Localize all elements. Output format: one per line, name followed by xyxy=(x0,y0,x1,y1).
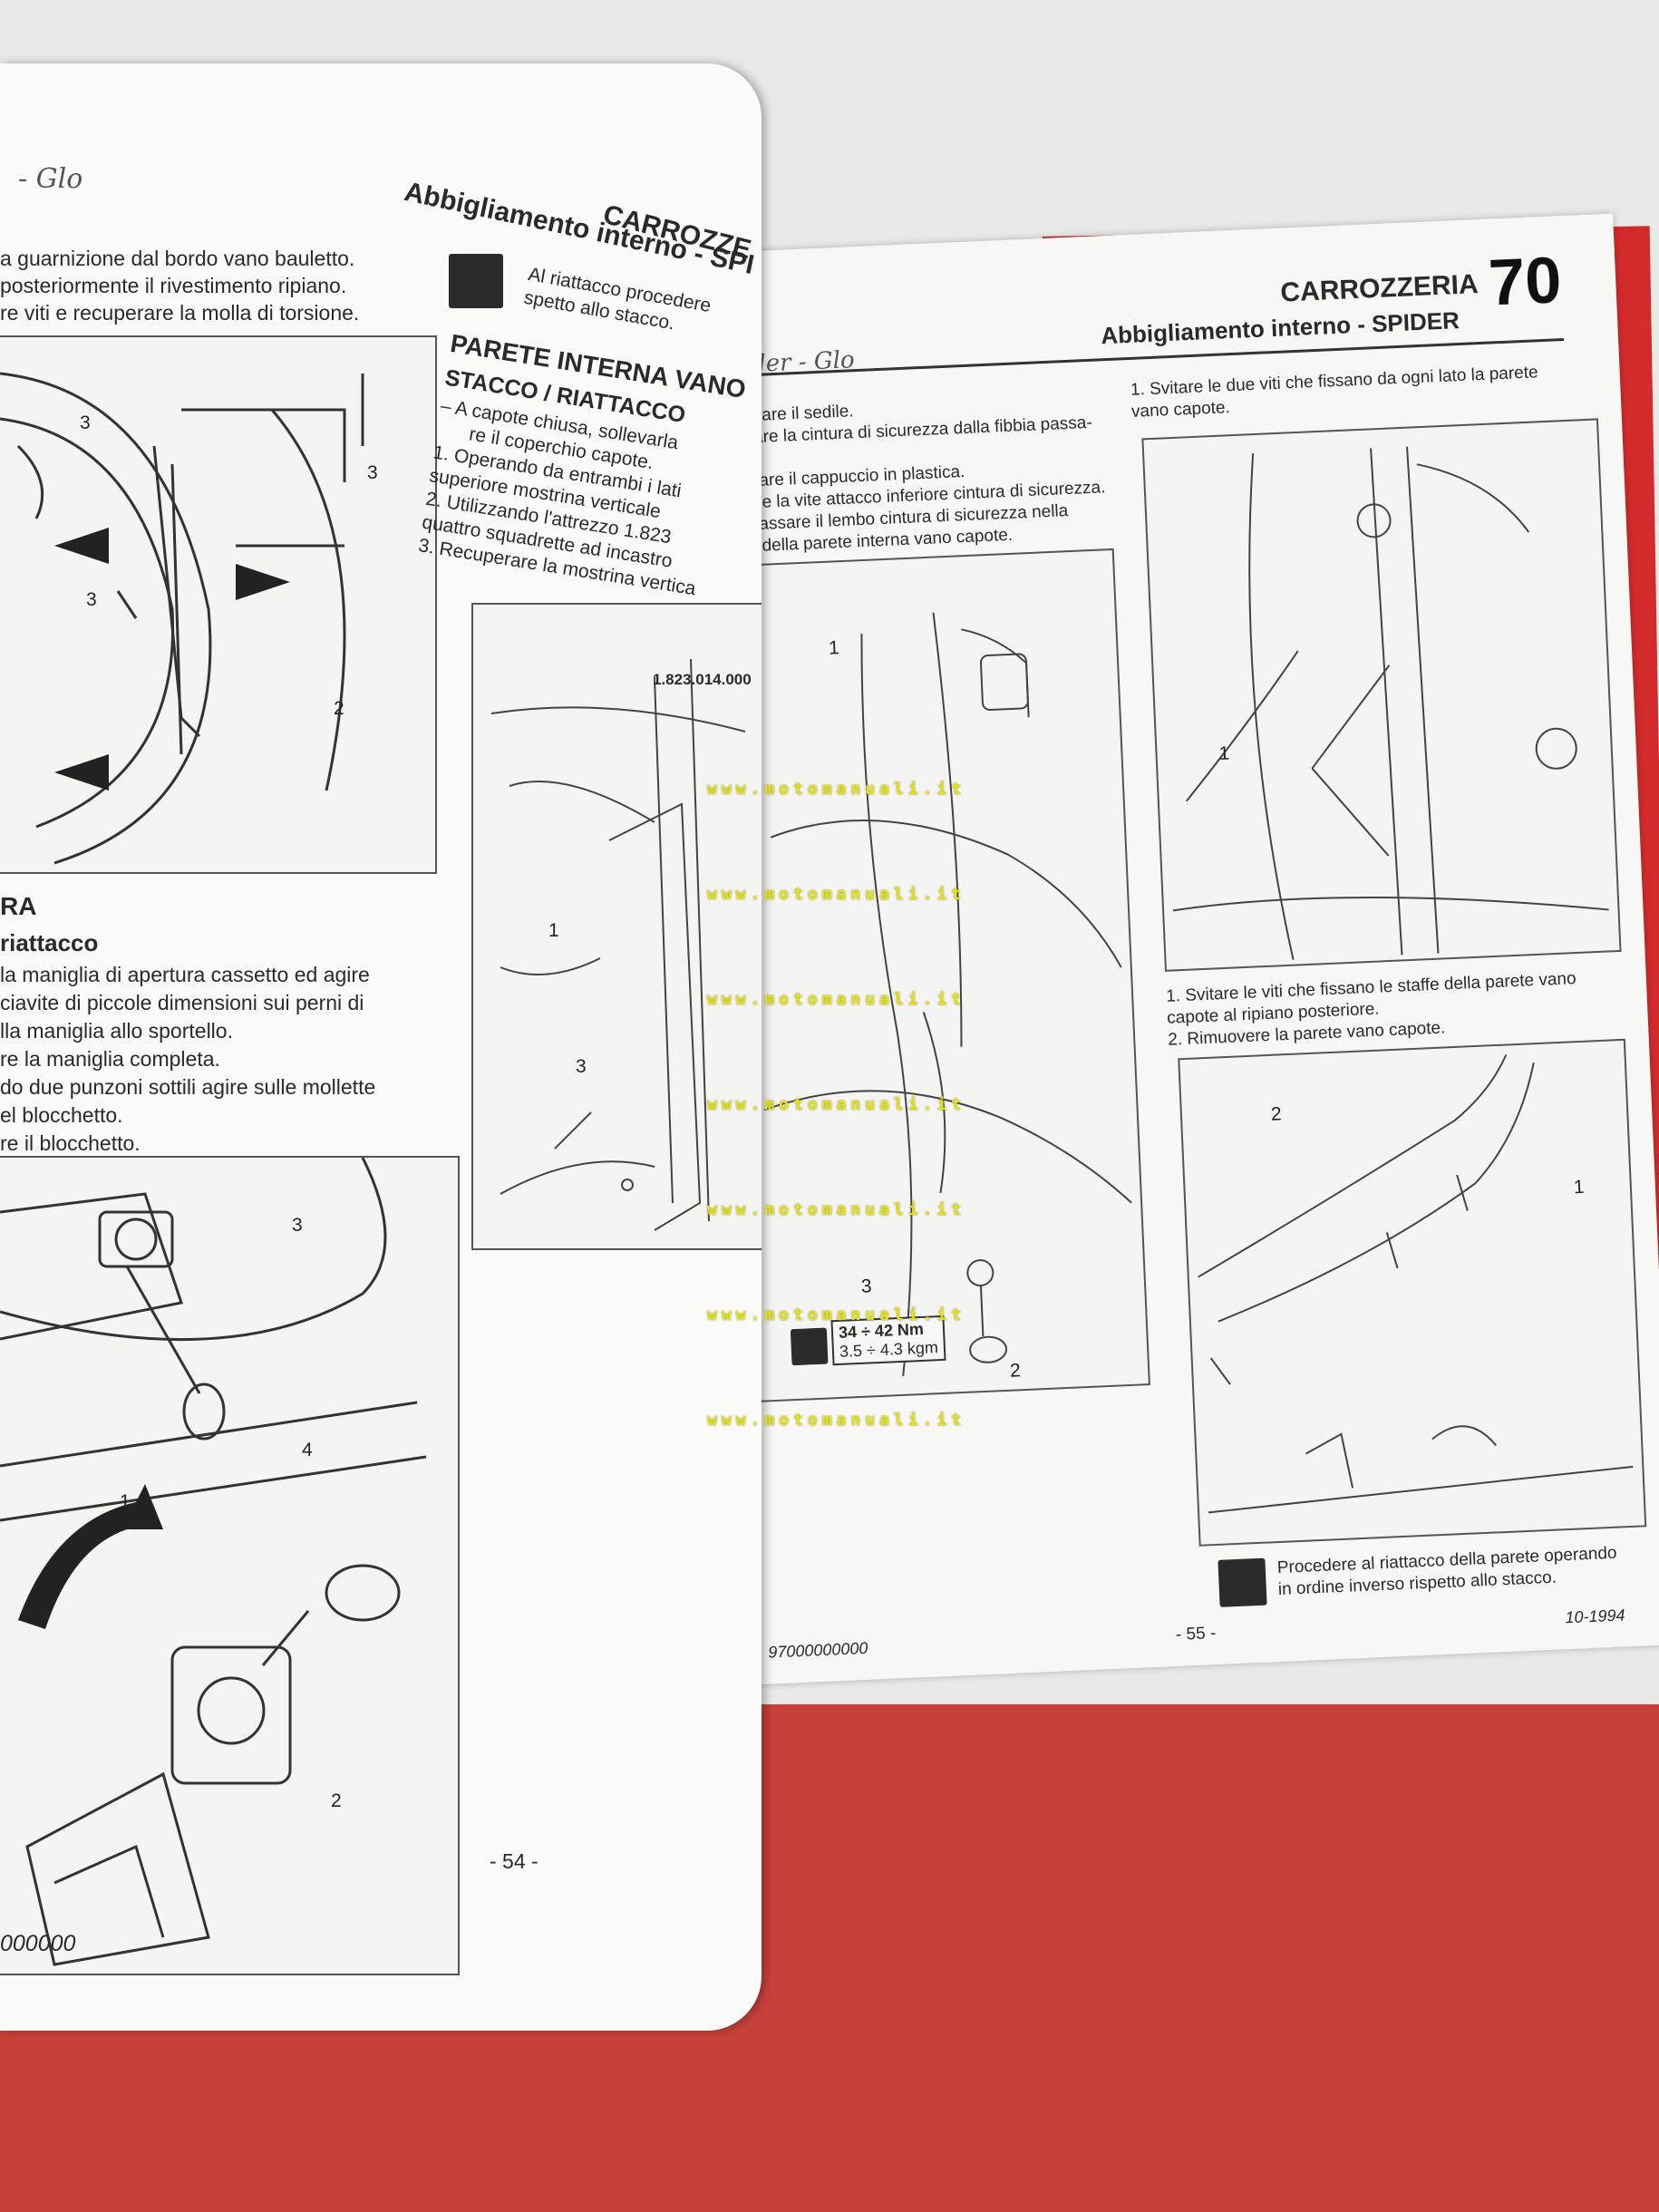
fig-a-callout: 2 xyxy=(1009,1360,1022,1382)
chapter-number: 70 xyxy=(1487,244,1564,320)
wall-screws-drawing xyxy=(1172,446,1609,960)
fig2-callout: 4 xyxy=(302,1440,313,1460)
section2-line: re il blocchetto. xyxy=(0,1131,141,1155)
right-header-category: CARROZZERIA xyxy=(1279,269,1480,308)
fig1-callout: 3 xyxy=(86,589,97,610)
fig1-callout: 2 xyxy=(334,698,344,719)
fig-a-callout: 3 xyxy=(860,1276,873,1297)
wall-brackets-drawing xyxy=(1198,1054,1634,1514)
figure-trunk-lid xyxy=(0,335,437,874)
glovebox-lock-drawing xyxy=(0,1158,427,1966)
left-section2: RA riattacco la maniglia di apertura cas… xyxy=(0,888,375,1158)
section2-line: re la maniglia completa. xyxy=(0,1047,220,1071)
section2-subtitle: riattacco xyxy=(0,929,99,956)
section2-line: do due punzoni sottili agire sulle molle… xyxy=(0,1075,376,1099)
watermark: www.motomanuali.it xyxy=(707,1095,966,1114)
fig1-callout: 3 xyxy=(80,412,91,433)
section2-line: lla maniglia allo sportello. xyxy=(0,1019,233,1043)
torque-wrench-icon xyxy=(790,1327,829,1366)
fig-trim-callout: 1 xyxy=(548,920,559,941)
left-note: Al riattacco procedere spetto allo stacc… xyxy=(522,263,713,342)
part-number: 1.823.014.000 xyxy=(653,671,752,688)
figure-vertical-trim xyxy=(471,603,762,1250)
trunk-lid-drawing xyxy=(0,372,364,865)
seatbelt-drawing xyxy=(763,612,1132,1376)
left-footer-code: 000000 xyxy=(0,1931,76,1956)
section2-line: el blocchetto. xyxy=(0,1103,123,1127)
left-right-column: PARETE INTERNA VANO STACCO / RIATTACCO –… xyxy=(417,326,749,604)
fig2-callout: 3 xyxy=(292,1215,303,1236)
figure-glovebox-lock xyxy=(0,1156,460,1975)
watermark: www.motomanuali.it xyxy=(707,1200,966,1219)
left-page-number: - 54 - xyxy=(490,1849,538,1873)
fig-a-callout: 1 xyxy=(828,637,840,659)
section2-title: RA xyxy=(0,892,37,920)
watermark: www.motomanuali.it xyxy=(707,1305,966,1324)
torque-kgm: 3.5 ÷ 4.3 kgm xyxy=(839,1338,939,1361)
top-line: posteriormente il rivestimento ripiano. xyxy=(0,274,347,297)
right-page: Spider - Glo CARROZZERIA Abbigliamento i… xyxy=(689,213,1659,1685)
watermark: www.motomanuali.it xyxy=(707,1411,966,1430)
left-page: - Glo CARROZZE Abbigliamento interno - S… xyxy=(0,63,762,2031)
figure-seatbelt xyxy=(721,548,1150,1402)
right-header-section: Abbigliamento interno - SPIDER xyxy=(1100,306,1460,350)
vertical-trim-drawing xyxy=(490,658,746,1231)
right-page-number: - 55 - xyxy=(1175,1624,1217,1645)
right-note: Procedere al riattacco della parete oper… xyxy=(1276,1543,1618,1601)
fig-b-callout: 1 xyxy=(1218,742,1230,765)
figure-wall-brackets xyxy=(1178,1038,1647,1547)
left-logo: - Glo xyxy=(18,163,83,195)
top-line: a guarnizione dal bordo vano bauletto. xyxy=(0,247,355,270)
reassembly-icon xyxy=(449,254,503,308)
section2-line: la maniglia di apertura cassetto ed agir… xyxy=(0,963,370,986)
watermark: www.motomanuali.it xyxy=(707,990,966,1009)
right-footer-code: 97000000000 xyxy=(767,1638,868,1662)
col-b-step2: 1. Svitare le viti che fissano le staffe… xyxy=(1166,968,1578,1052)
reassembly-icon xyxy=(1218,1557,1267,1607)
top-line: re viti e recuperare la molla di torsion… xyxy=(0,301,360,325)
watermark: www.motomanuali.it xyxy=(707,885,966,904)
left-top-text: a guarnizione dal bordo vano bauletto. p… xyxy=(0,245,359,326)
fig2-callout: 2 xyxy=(331,1790,342,1811)
col-b-step1: 1. Svitare le due viti che fissano da og… xyxy=(1130,362,1540,423)
figure-wall-screws xyxy=(1141,418,1622,972)
watermark: www.motomanuali.it xyxy=(707,780,966,799)
fig-c-callout: 1 xyxy=(1573,1176,1586,1198)
table-surface-right xyxy=(743,1704,1659,2212)
right-footer-date: 10-1994 xyxy=(1565,1606,1625,1627)
right-col-a-text: Avanzare il sedile. Liberare la cintura … xyxy=(713,390,1108,558)
section2-line: ciavite di piccole dimensioni sui perni … xyxy=(0,991,364,1014)
fig2-callout: 1 xyxy=(120,1491,131,1512)
fig-c-callout: 2 xyxy=(1270,1103,1283,1125)
fig1-callout: 3 xyxy=(367,462,378,483)
fig-trim-callout: 3 xyxy=(576,1056,587,1077)
